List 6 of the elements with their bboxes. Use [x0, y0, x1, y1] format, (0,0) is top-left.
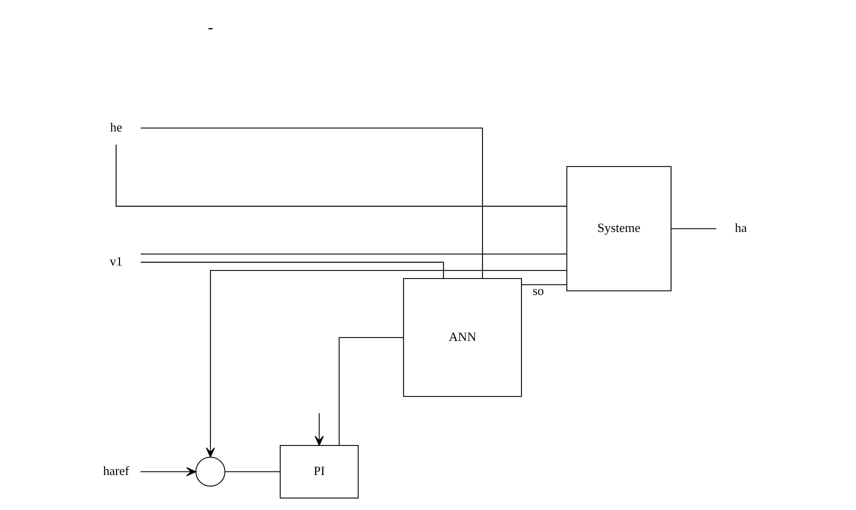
- edge-label: so: [532, 284, 544, 298]
- node-text: v1: [109, 254, 122, 269]
- node-text: haref: [102, 464, 129, 478]
- node-text: he: [110, 120, 122, 134]
- node-text: ha: [734, 221, 746, 236]
- label: -: [207, 17, 213, 36]
